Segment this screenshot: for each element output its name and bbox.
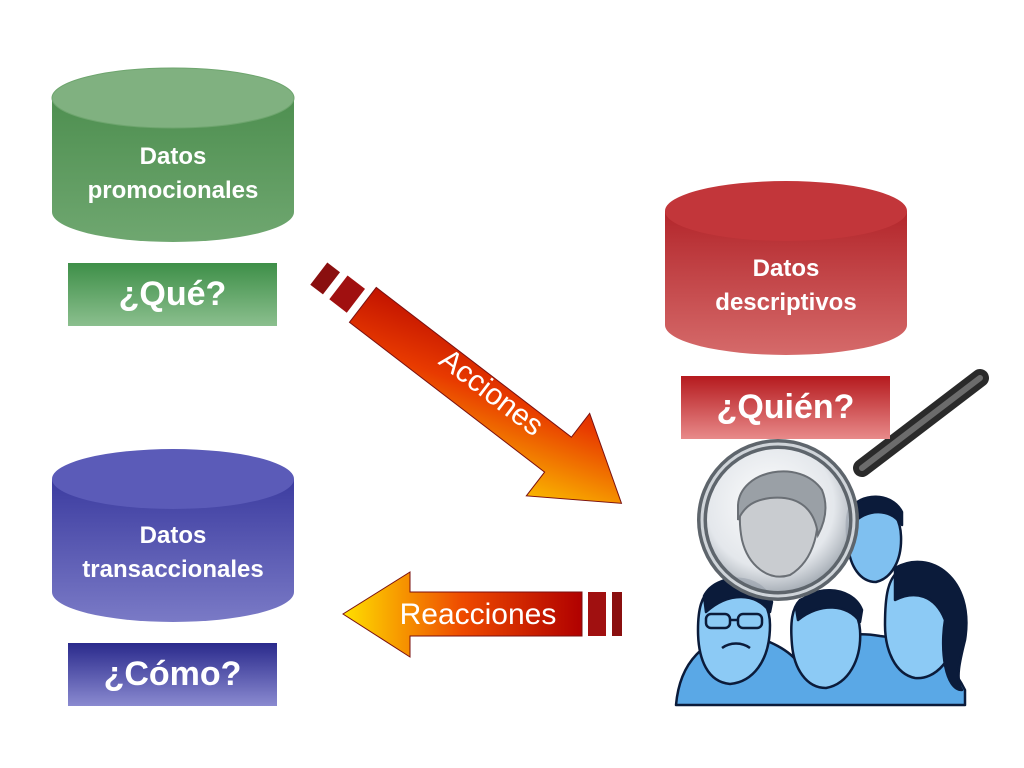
label-datos-promocionales: Datos promocionales xyxy=(52,140,294,208)
question-quien-box: ¿Quién? xyxy=(681,376,890,439)
label-line1: Datos xyxy=(52,140,294,174)
label-datos-transaccionales: Datos transaccionales xyxy=(52,519,294,587)
label-line2: descriptivos xyxy=(665,286,907,320)
label-line2: transaccionales xyxy=(52,553,294,587)
arrow-reacciones-label: Reacciones xyxy=(383,598,573,632)
label-datos-descriptivos: Datos descriptivos xyxy=(665,252,907,320)
label-line1: Datos xyxy=(52,519,294,553)
label-line2: promocionales xyxy=(52,174,294,208)
question-que-box: ¿Qué? xyxy=(68,263,277,326)
question-como-box: ¿Cómo? xyxy=(68,643,277,706)
label-line1: Datos xyxy=(665,252,907,286)
